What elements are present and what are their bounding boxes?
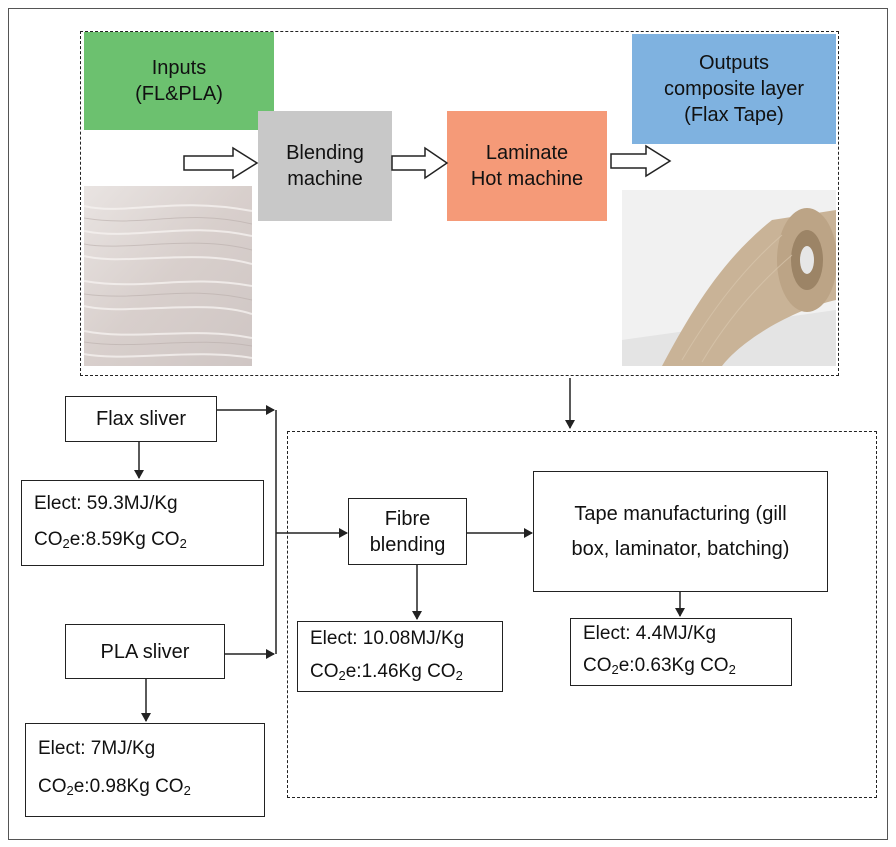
pla-co2-text: CO2e:0.98Kg CO2 [38,776,191,798]
tape-manufacturing-line1: Tape manufacturing (gill [574,502,787,525]
fibre-energy-stats: Elect: 10.08MJ/Kg CO2e:1.46Kg CO2 [297,621,503,692]
fibre-elect-text: Elect: 10.08MJ/Kg [310,628,465,649]
fibre-blending-box: Fibre blending [348,498,467,565]
blending-label-line1: Blending [286,142,364,164]
tape-elect-text: Elect: 4.4MJ/Kg [583,623,717,644]
laminate-label-line1: Laminate [485,142,569,164]
flax-elect-text: Elect: 59.3MJ/Kg [34,493,178,514]
outputs-box: Outputs composite layer (Flax Tape) [632,34,836,144]
fibre-blending-line2: blending [369,533,446,556]
inputs-label-line2: (FL&PLA) [135,83,223,105]
laminate-label-line2: Hot machine [470,168,584,190]
fibre-input-photo [84,186,252,366]
flax-tape-photo [622,190,836,366]
inputs-label-line1: Inputs [151,57,207,79]
blending-label-line2: machine [287,168,363,190]
pla-energy-stats: Elect: 7MJ/Kg CO2e:0.98Kg CO2 [25,723,265,817]
fibre-co2-text: CO2e:1.46Kg CO2 [310,661,463,683]
tape-manufacturing-line2: box, laminator, batching) [571,537,790,560]
outputs-label-line3: (Flax Tape) [684,104,784,126]
manufacturing-panel [287,431,877,798]
tape-energy-stats: Elect: 4.4MJ/Kg CO2e:0.63Kg CO2 [570,618,792,686]
pla-sliver-box: PLA sliver [65,624,225,679]
hollow-arrow-3 [610,144,672,178]
outputs-label-line2: composite layer [663,78,805,100]
outputs-label-line1: Outputs [698,52,770,74]
process-overview-panel [80,31,839,376]
hollow-arrow-2 [391,146,449,180]
pla-sliver-label: PLA sliver [100,640,190,663]
flax-sliver-label: Flax sliver [95,408,186,430]
blending-machine-box: Blending machine [258,111,392,221]
tape-co2-text: CO2e:0.63Kg CO2 [583,655,736,677]
laminate-hot-machine-box: Laminate Hot machine [447,111,607,221]
figure-frame [8,8,888,840]
hollow-arrow-1 [183,146,259,180]
flax-energy-stats: Elect: 59.3MJ/Kg CO2e:8.59Kg CO2 [21,480,264,566]
pla-elect-text: Elect: 7MJ/Kg [38,738,156,759]
fibre-blending-line1: Fibre [384,507,431,530]
tape-manufacturing-box: Tape manufacturing (gill box, laminator,… [533,471,828,592]
flax-co2-text: CO2e:8.59Kg CO2 [34,529,187,551]
flax-sliver-box: Flax sliver [65,396,217,442]
inputs-box: Inputs (FL&PLA) [84,32,274,130]
